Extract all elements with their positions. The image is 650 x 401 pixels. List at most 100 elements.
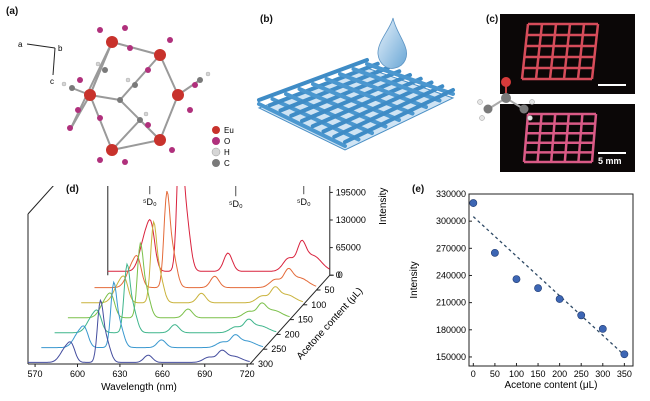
panel-label-c: (c) — [486, 14, 499, 25]
axis-c-label: c — [50, 77, 54, 86]
oxygen-atom — [501, 77, 511, 87]
methyl-carbon-left — [483, 104, 493, 114]
photo-grid-line — [576, 23, 586, 80]
z-tick-label: 100 — [311, 300, 326, 310]
data-point — [577, 311, 586, 320]
spectrum-line-50 — [94, 190, 317, 289]
y-tick-label: 65000 — [336, 243, 361, 253]
lattice-bar — [257, 102, 347, 148]
x-tick-label: 690 — [197, 369, 212, 379]
eu-atoms — [84, 36, 184, 156]
lattice-bar — [343, 88, 455, 144]
z-tick-label: 150 — [298, 315, 313, 325]
photo-grid-line — [522, 113, 530, 163]
photo-grid-line — [520, 23, 530, 80]
z-tick-label: 300 — [258, 359, 273, 369]
plot-frame — [468, 193, 634, 367]
photo-grid-line — [563, 113, 571, 163]
axis-a-label: a — [18, 40, 23, 49]
y-tick-label: 210000 — [436, 298, 466, 308]
y-tick-label: 150000 — [436, 352, 466, 362]
y-tick-label: 130000 — [336, 215, 366, 225]
photo-grid-line — [534, 23, 544, 80]
y-axis-label: Intensity — [378, 188, 389, 225]
x-tick-label: 660 — [155, 369, 170, 379]
c-atoms — [69, 67, 203, 123]
y-tick-label: 330000 — [436, 189, 466, 199]
photo-grid-line — [590, 23, 600, 80]
x-tick-label: 100 — [509, 369, 524, 379]
data-point — [555, 295, 564, 303]
x-tick-label: 570 — [28, 369, 43, 379]
x-axis-label: Wavelength (nm) — [101, 382, 177, 393]
x-tick-label: 150 — [531, 369, 546, 379]
panel-label-a: (a) — [6, 6, 19, 17]
legend-h: H — [224, 148, 230, 157]
scale-bar-top — [598, 84, 626, 86]
photo-after: 5 mm — [500, 104, 635, 172]
lattice-bars — [257, 58, 455, 148]
legend-o: O — [224, 137, 230, 146]
data-point — [490, 248, 499, 257]
photo-grid-line — [548, 23, 558, 80]
x-tick-label: 350 — [617, 369, 632, 379]
lattice-bar — [365, 62, 455, 96]
o-atoms — [67, 25, 198, 165]
data-point — [512, 275, 521, 283]
y-tick-label: 180000 — [436, 325, 466, 335]
photo-grid-line — [536, 113, 543, 163]
photo-grid-line — [562, 23, 572, 80]
x-tick-label: 720 — [240, 369, 255, 379]
depth-top-edge — [27, 186, 54, 215]
legend-c: C — [224, 159, 230, 168]
acetone-molecule-and-arrow — [477, 77, 535, 121]
data-point — [620, 350, 629, 359]
photo-grid-line — [590, 113, 598, 163]
water-drop-icon — [377, 17, 407, 69]
lattice-photo-before — [520, 22, 600, 81]
panel-label-e: (e) — [412, 184, 425, 195]
scale-bar-label: 5 mm — [598, 156, 622, 166]
z-tick-label: 250 — [271, 344, 286, 354]
h-atoms — [61, 61, 211, 117]
spectrum-line-100 — [81, 220, 304, 304]
axis-b-label: b — [58, 44, 63, 53]
carbonyl-carbon — [501, 93, 511, 103]
transition-upper-4: ⁵D₀ — [297, 197, 311, 207]
transition-upper-3: ⁵D₀ — [229, 199, 243, 209]
panel-label-b: (b) — [260, 14, 273, 25]
spectrum-line-150 — [67, 241, 290, 319]
atom-legend: Eu O H C — [211, 126, 234, 168]
spectrum-line-250 — [41, 280, 264, 349]
transition-upper-1: ⁵D₀ — [143, 197, 157, 207]
y-tick-label: 0 — [336, 270, 341, 280]
lattice-bar — [332, 84, 445, 139]
photo-grid-line — [577, 113, 584, 163]
x-tick-label: 250 — [574, 369, 589, 379]
z-tick-label: 50 — [325, 285, 335, 295]
spectrum-line-200 — [54, 262, 277, 334]
x-tick-label: 50 — [490, 369, 500, 379]
data-point — [598, 324, 607, 333]
photo-grid-line — [549, 113, 557, 163]
x-axis-label: Acetone content (μL) — [504, 380, 597, 391]
y-tick-label: 195000 — [336, 187, 366, 197]
crystal-structure-diagram: a b c Eu O — [18, 25, 234, 168]
legend-eu: Eu — [224, 126, 234, 135]
x-tick-label: 300 — [595, 369, 610, 379]
x-tick-label: 630 — [112, 369, 127, 379]
z-tick-label: 0 — [338, 270, 343, 280]
x-tick-label: 0 — [471, 369, 476, 379]
scale-bar-bottom — [598, 152, 626, 154]
y-tick-label: 300000 — [436, 216, 466, 226]
y-axis-label: Intensity — [409, 261, 420, 298]
methyl-carbon-right — [519, 104, 529, 114]
data-point — [469, 199, 478, 207]
spectrum-line-300 — [28, 298, 250, 363]
x-tick-label: 200 — [552, 369, 567, 379]
spectrum-line-0 — [107, 186, 330, 272]
panel-label-d: (d) — [66, 184, 79, 195]
linear-fit-line — [472, 216, 625, 356]
photo-before — [500, 14, 635, 94]
